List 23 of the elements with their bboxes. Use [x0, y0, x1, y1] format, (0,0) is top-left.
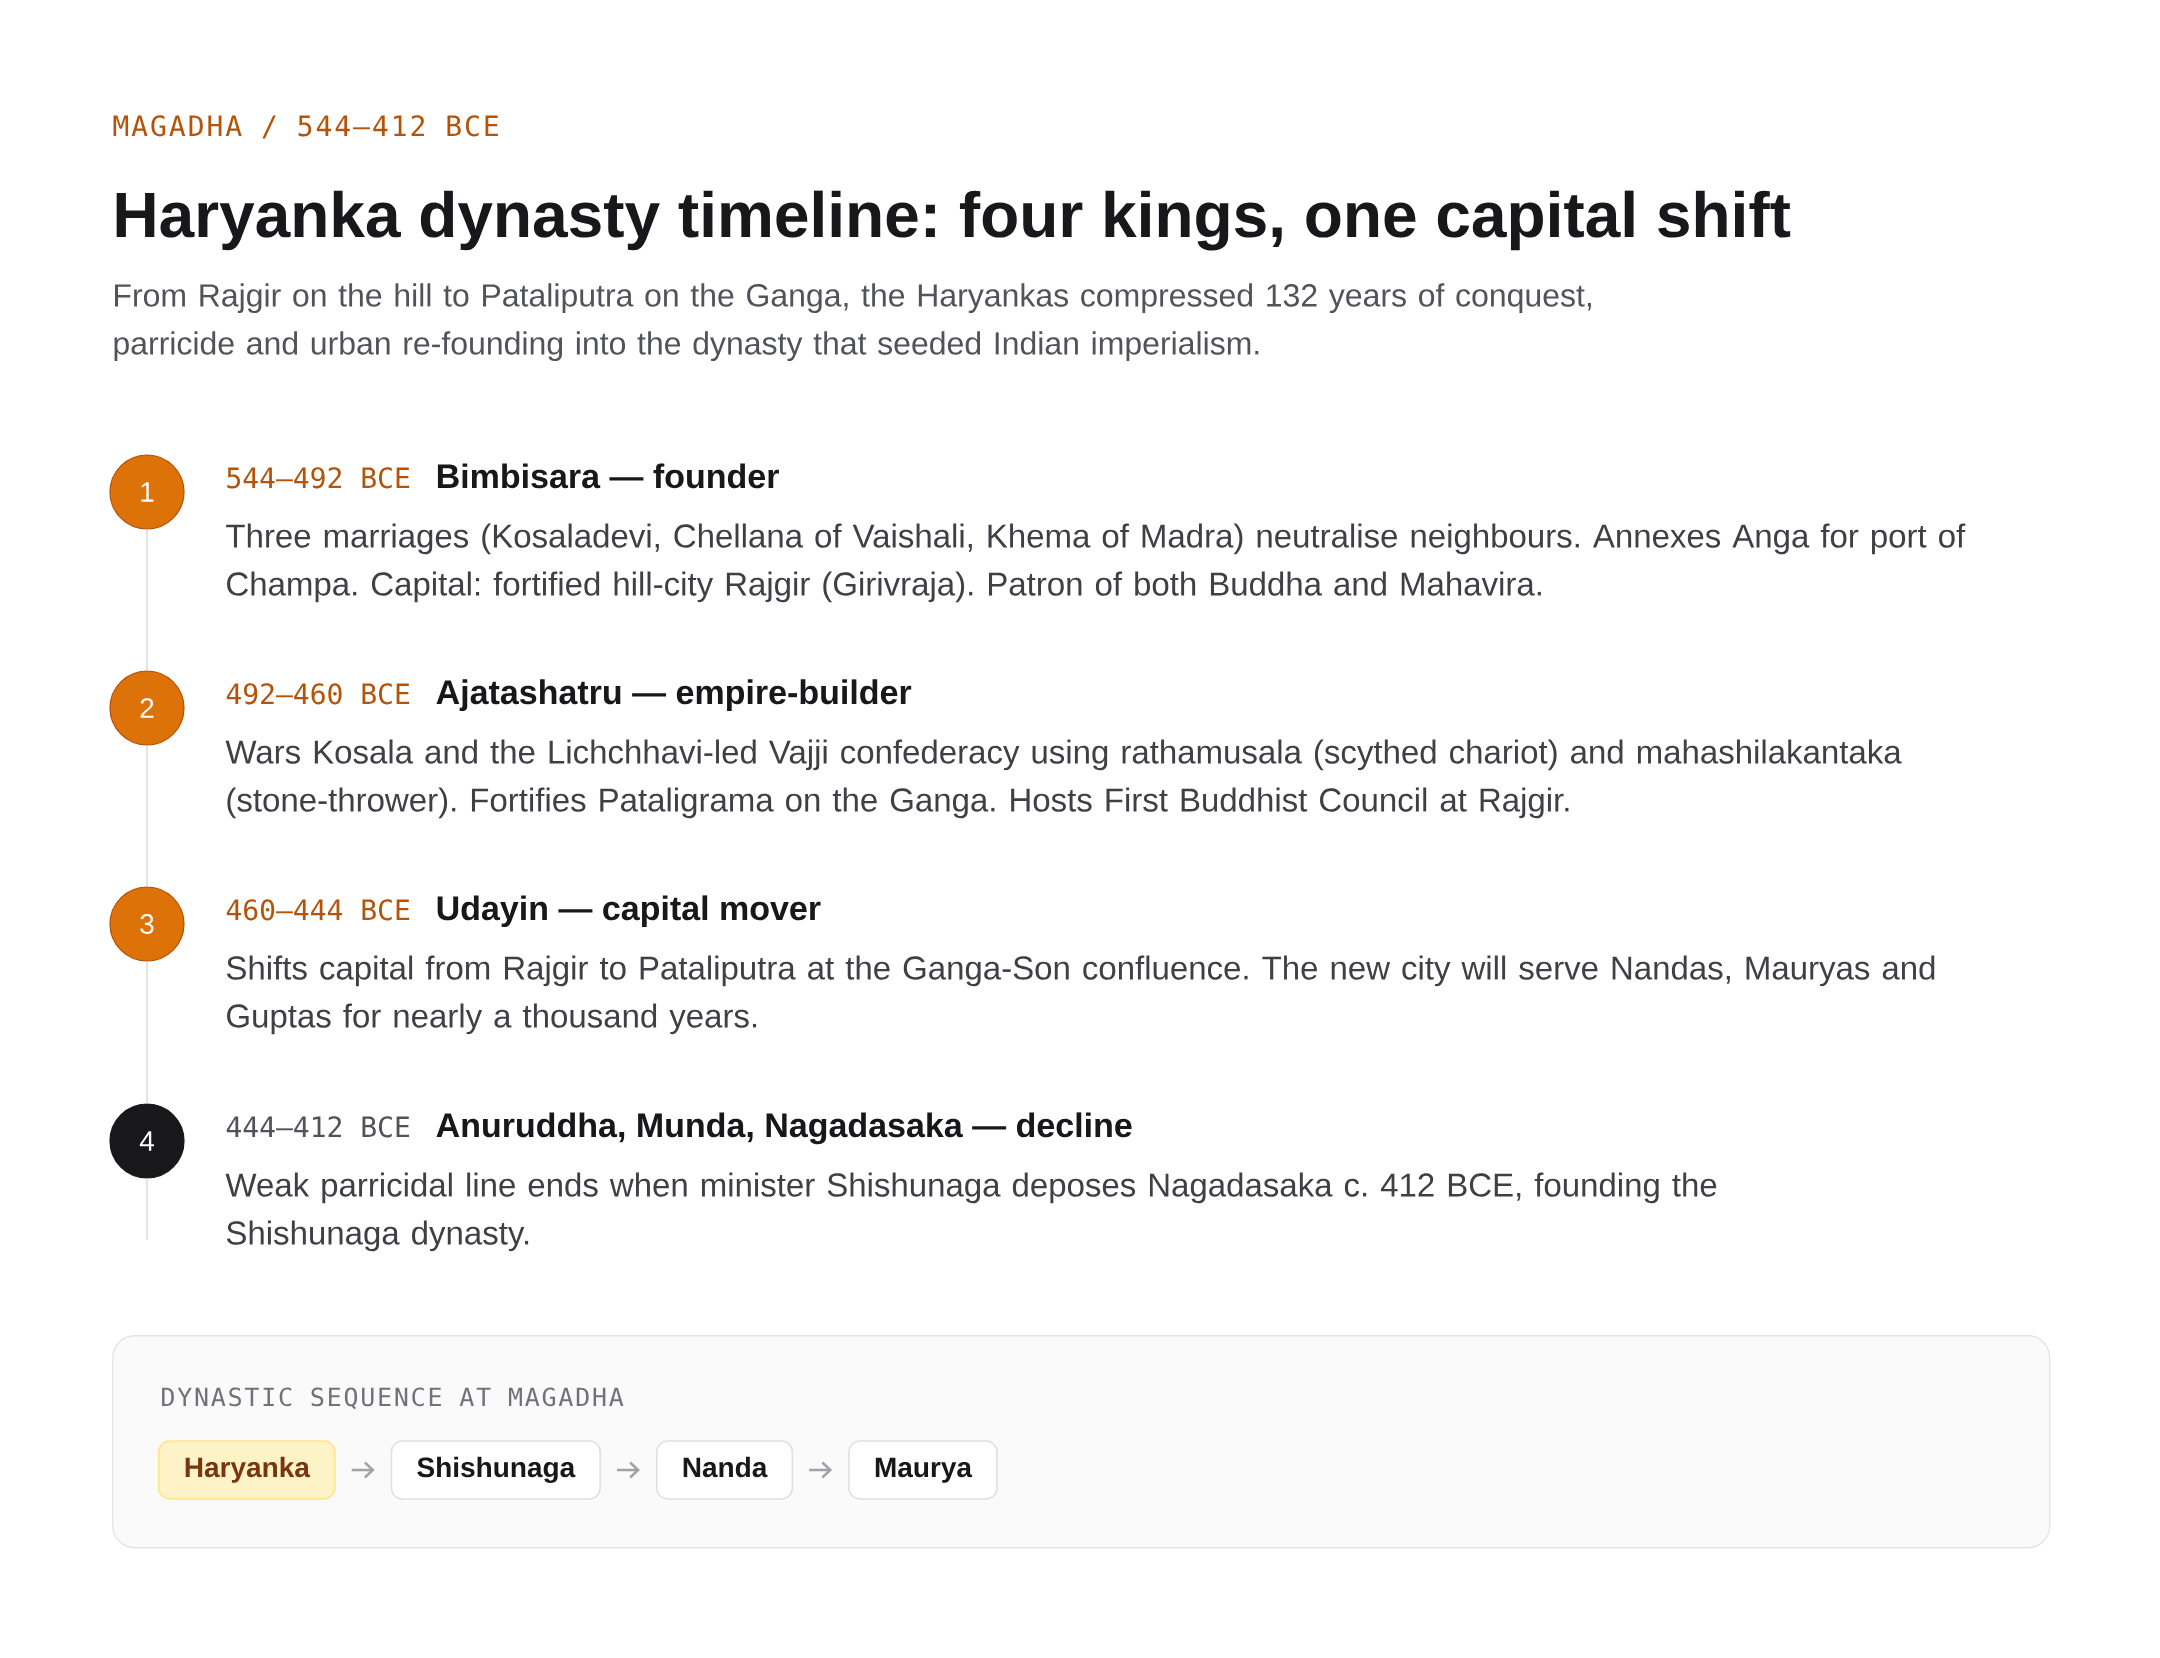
- panel-heading: DYNASTIC SEQUENCE AT MAGADHA: [162, 1387, 624, 1410]
- subtitle: From Rajgir on the hill to Pataliputra on the Ganga, the Haryankas compressed 132 years of conquest, parricide and urban re-founding into the dynasty that seeded Indian imperialism.: [114, 283, 1591, 362]
- date-label: 492–460 BCE: [226, 683, 410, 705]
- dynasty-chip: Shishunaga: [390, 1440, 601, 1500]
- step-description: Shifts capital from Rajgir to Pataliputra at the Ganga-Son confluence. The new city will serve Nandas, Mauryas and Guptas for nearly a thousand years.: [226, 955, 1935, 1035]
- step-heading: Ajatashatru — empire-builder: [436, 679, 912, 712]
- arrow: [351, 1461, 375, 1479]
- kicker: MAGADHA / 544–412 BCE: [113, 115, 498, 139]
- step-heading: Udayin — capital mover: [437, 895, 821, 928]
- dynasty-chip: Nanda: [656, 1440, 794, 1500]
- date-label: 444–412 BCE: [226, 1116, 410, 1138]
- step-heading: Anuruddha, Munda, Nagadasaka — decline: [436, 1112, 1132, 1145]
- step-heading: Bimbisara — founder: [437, 463, 779, 489]
- arrow: [616, 1461, 640, 1479]
- dynasty-chip: Haryanka: [158, 1440, 336, 1500]
- date-label: 460–444 BCE: [226, 899, 410, 921]
- arrow: [809, 1461, 833, 1479]
- title: Haryanka dynasty timeline: four kings, one capital shift: [116, 190, 1791, 251]
- step-description: Three marriages (Kosaladevi, Chellana of Vaishali, Khema of Madra) neutralise neighbours. Annexes Anga for port of Champa. Capital: fortified hill-city Rajgir (Girivraja). Patron of both Buddha and Mahavira.: [226, 523, 1966, 603]
- step-description: Weak parricidal line ends when minister Shishunaga deposes Nagadasaka c. 412 BCE, founding the Shishunaga dynasty.: [225, 1172, 1717, 1252]
- dynasty-chip: Maurya: [848, 1440, 998, 1500]
- date-label: 544–492 BCE: [227, 467, 410, 489]
- step-description: Wars Kosala and the Lichchhavi-led Vajji confederacy using rathamusala (scythed chariot) and mahashilakantaka (stone-thrower). Fortifies Pataligrama on the Ganga. Hosts First Buddhist Council at Rajgir.: [225, 739, 1902, 819]
